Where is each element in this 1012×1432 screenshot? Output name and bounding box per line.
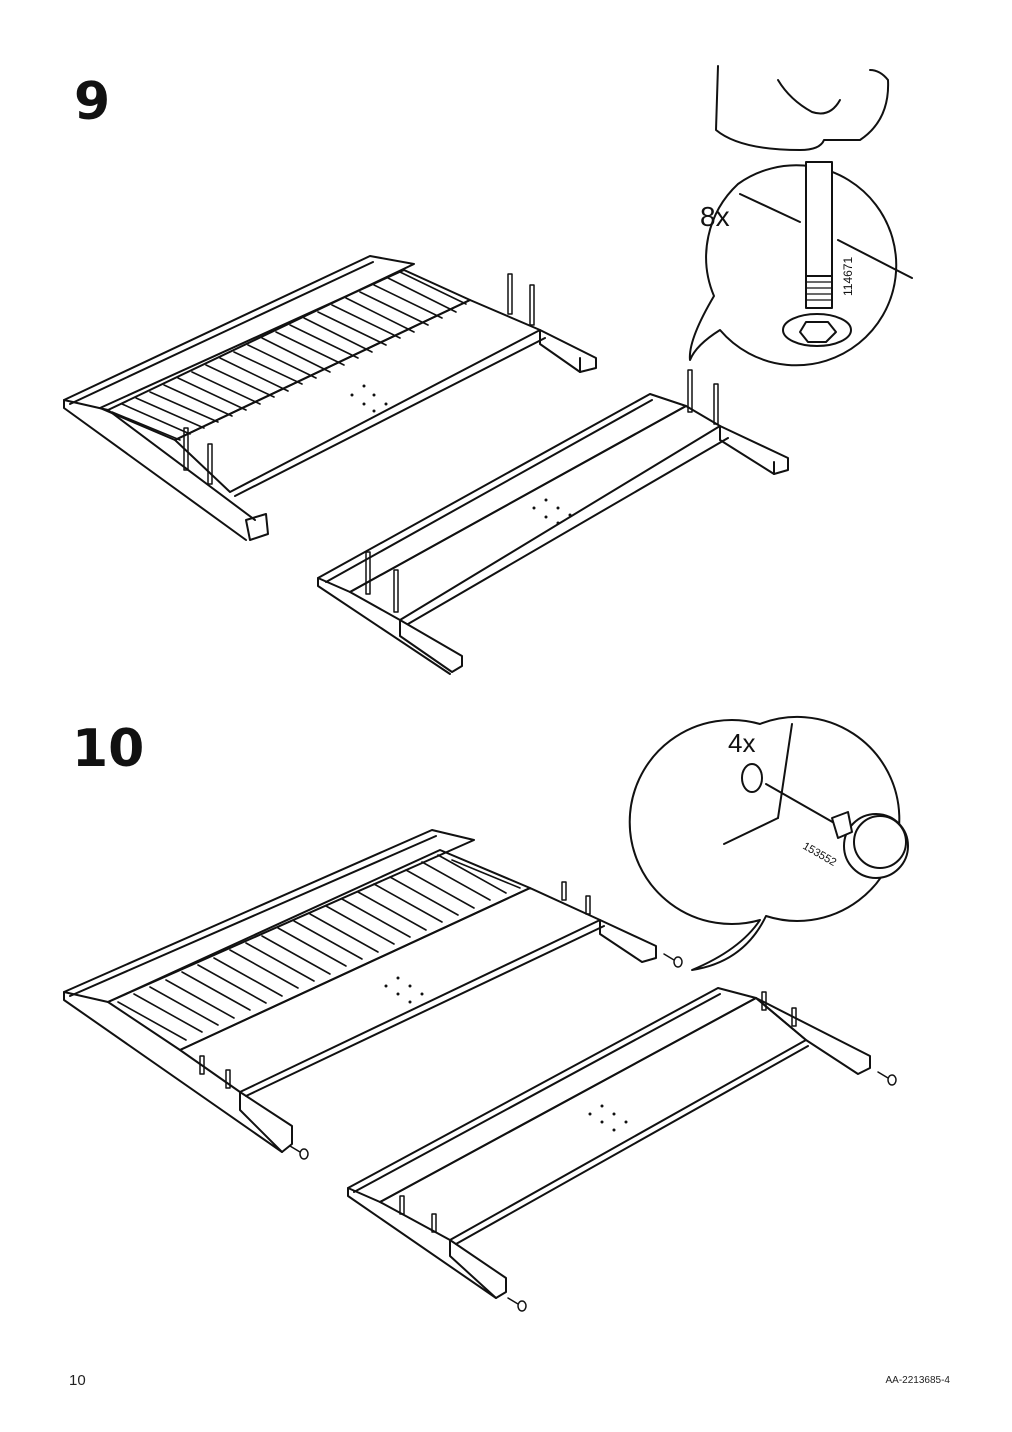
document-code: AA-2213685-4 xyxy=(885,1375,951,1386)
step-10-quantity: 4x xyxy=(728,728,755,758)
step-9-quantity: 8x xyxy=(700,201,730,232)
step-10-headboard xyxy=(63,829,683,1160)
page-number: 10 xyxy=(69,1372,86,1389)
step-10-footboard xyxy=(347,987,897,1312)
headboard-slats xyxy=(111,271,467,441)
dowel-pins xyxy=(183,273,535,485)
step-9-headboard xyxy=(63,255,597,541)
knob-screws xyxy=(289,953,683,1160)
step-9-part-number: 114671 xyxy=(841,257,855,296)
step-10-number: 10 xyxy=(72,719,145,779)
step-9-number: 9 xyxy=(74,72,111,132)
step-10-detail-callout: 4x 153552 xyxy=(628,715,909,971)
step-9-footboard xyxy=(317,369,789,675)
step-9-detail-callout: 8x 114671 xyxy=(688,65,913,367)
